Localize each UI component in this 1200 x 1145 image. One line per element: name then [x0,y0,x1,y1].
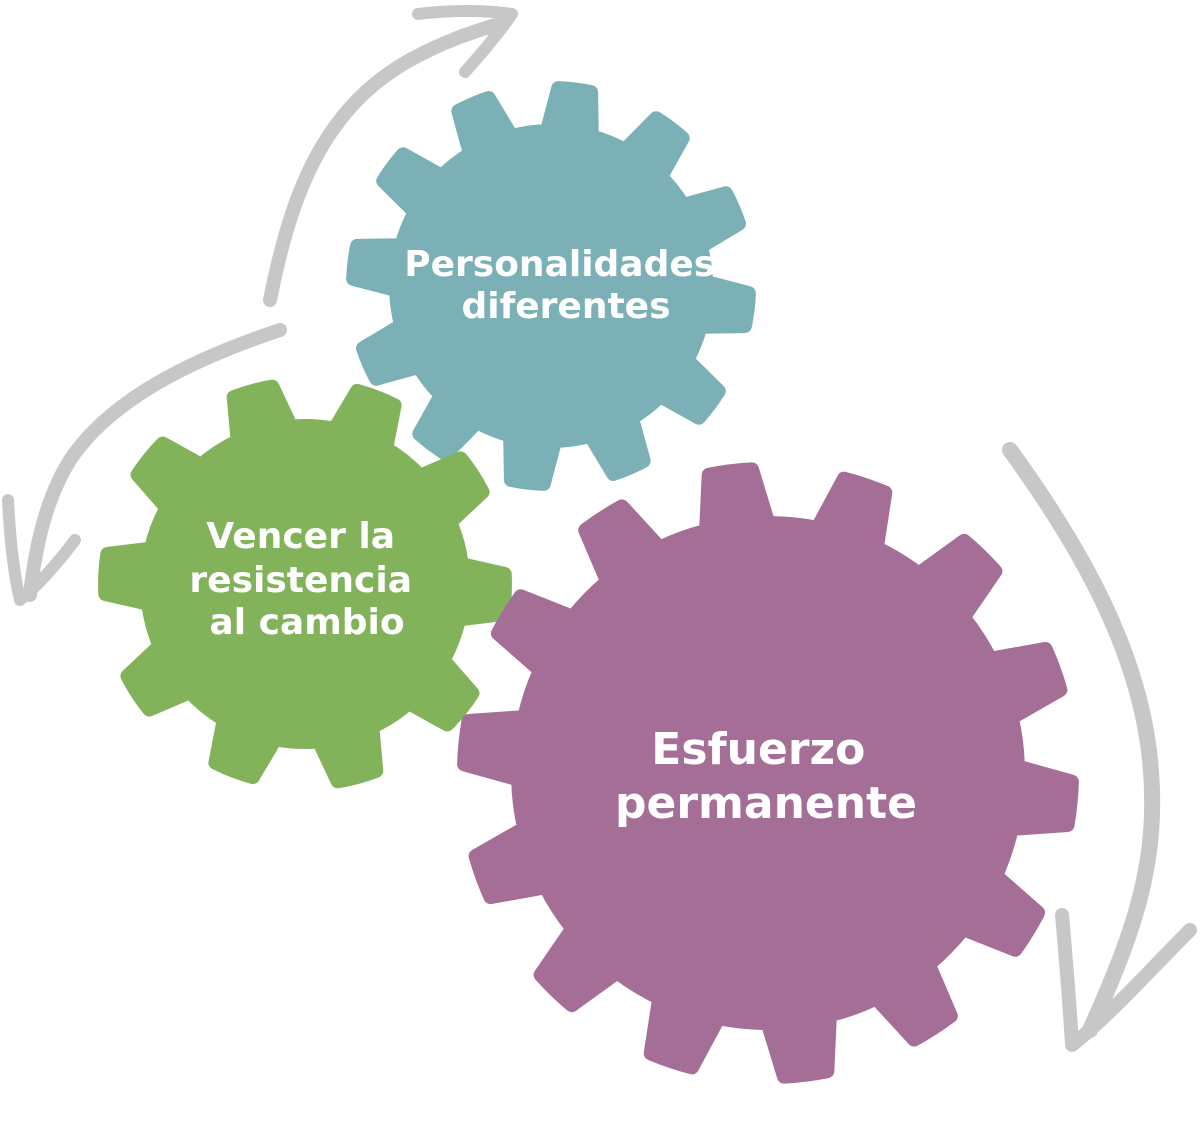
gear-label: Esfuerzo permanente [615,724,917,829]
gear-label-line: Esfuerzo [651,724,865,775]
arrow-right [1002,442,1197,1052]
gear-shape [457,462,1079,1084]
arrow-left [2,323,287,606]
gear-vencer: Vencer la resistencia al cambio [98,379,512,789]
gear-label: Personalidades diferentes [404,244,728,327]
gear-label-line: resistencia [189,560,412,601]
gear-label-line: Vencer la [206,516,395,557]
gear-label-line: permanente [615,778,917,829]
cycle-arrows [2,5,1197,1052]
gear-esfuerzo: Esfuerzo permanente [457,462,1079,1084]
gear-label-line: Personalidades [404,244,715,285]
gear-shape [98,379,512,789]
gear-shape [346,81,756,491]
gear-label: Vencer la resistencia al cambio [189,516,424,643]
gear-label-line: al cambio [209,602,404,643]
gear-label-line: diferentes [461,286,670,327]
gear-personalidades: Personalidades diferentes [346,81,756,491]
arrow-top-left [263,5,518,307]
